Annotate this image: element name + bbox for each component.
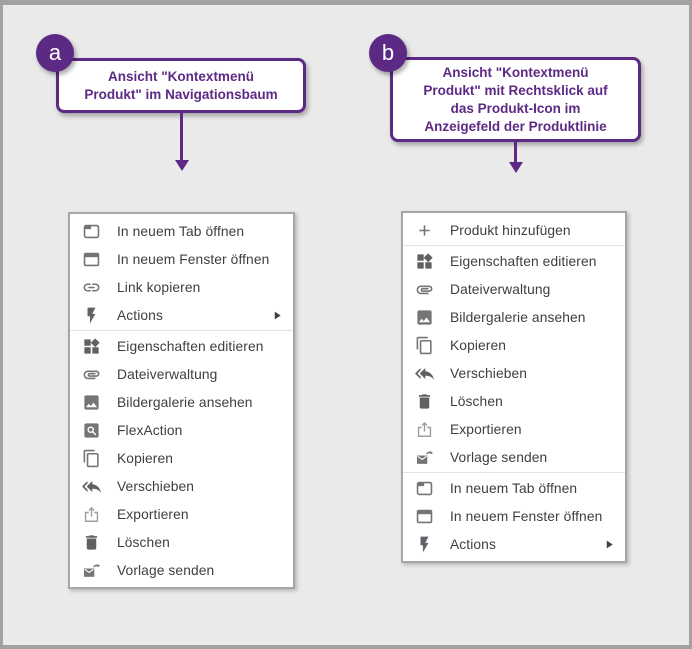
menu-item-label: Vorlage senden [117,562,215,578]
image-icon [82,393,101,412]
menu-item-open-new-tab[interactable]: In neuem Tab öffnen [403,474,625,502]
plus-icon [415,221,434,240]
menu-item-copy[interactable]: Kopieren [70,444,293,472]
callout-b-box: Ansicht "Kontextmenü Produkt" mit Rechts… [390,57,641,142]
menu-item-label: Actions [450,536,496,552]
paperclip-icon [82,365,101,384]
widgets-icon [415,252,434,271]
menu-item-label: Dateiverwaltung [117,366,218,382]
callout-a-badge-letter: a [48,40,62,65]
callout-b-arrow-head [509,162,523,173]
menu-separator [70,330,293,331]
menu-item-view-gallery[interactable]: Bildergalerie ansehen [70,388,293,416]
menu-item-label: Link kopieren [117,279,201,295]
copy-icon [82,449,101,468]
menu-item-label: Eigenschaften editieren [450,253,597,269]
menu-item-label: Verschieben [117,478,195,494]
menu-item-label: Exportieren [450,421,522,437]
callout-b-line4: Anzeigefeld der Produktlinie [424,118,607,134]
submenu-arrow-icon [272,310,283,321]
submenu-arrow-icon [604,539,615,550]
callout-b-arrow-line [514,142,517,162]
menu-item-export[interactable]: Exportieren [403,415,625,443]
callout-b-line2: Produkt" mit Rechtsklick auf [423,82,608,98]
menu-item-copy-link[interactable]: Link kopieren [70,273,293,301]
menu-item-label: Bildergalerie ansehen [450,309,586,325]
bolt-icon [82,306,101,325]
trash-icon [82,533,101,552]
menu-item-file-management[interactable]: Dateiverwaltung [403,275,625,303]
menu-separator [403,472,625,473]
context-menu-a: In neuem Tab öffnen In neuem Fenster öff… [68,212,295,589]
menu-item-label: Bildergalerie ansehen [117,394,253,410]
menu-item-label: FlexAction [117,422,183,438]
menu-item-open-new-window[interactable]: In neuem Fenster öffnen [403,502,625,530]
menu-item-add-product[interactable]: Produkt hinzufügen [403,216,625,244]
menu-item-label: Eigenschaften editieren [117,338,264,354]
menu-item-view-gallery[interactable]: Bildergalerie ansehen [403,303,625,331]
move-icon [415,364,434,383]
window-icon [82,250,101,269]
menu-item-send-template[interactable]: Vorlage senden [403,443,625,471]
send-template-icon [82,561,101,580]
callout-b-line3: das Produkt-Icon im [450,100,581,116]
window-icon [415,507,434,526]
menu-item-label: In neuem Tab öffnen [117,223,245,239]
callout-b-badge-letter: b [381,40,395,65]
menu-item-label: Actions [117,307,163,323]
menu-item-edit-properties[interactable]: Eigenschaften editieren [70,332,293,360]
menu-item-label: Exportieren [117,506,189,522]
move-icon [82,477,101,496]
callout-a-box: Ansicht "Kontextmenü Produkt" im Navigat… [56,58,306,113]
menu-item-label: Kopieren [450,337,507,353]
menu-item-export[interactable]: Exportieren [70,500,293,528]
send-template-icon [415,448,434,467]
menu-item-label: Verschieben [450,365,528,381]
search-box-icon [82,421,101,440]
menu-item-label: In neuem Fenster öffnen [450,508,603,524]
menu-item-copy[interactable]: Kopieren [403,331,625,359]
callout-a-line2: Produkt" im Navigationsbaum [84,86,278,102]
export-icon [82,505,101,524]
tab-icon [82,222,101,241]
callout-a-line1: Ansicht "Kontextmenü [108,68,254,84]
menu-item-delete[interactable]: Löschen [403,387,625,415]
menu-item-label: Produkt hinzufügen [450,222,571,238]
menu-item-label: Löschen [450,393,503,409]
callout-b-line1: Ansicht "Kontextmenü [442,64,589,80]
callout-a-arrow-line [180,113,183,160]
callout-a-arrow-head [175,160,189,171]
menu-item-actions[interactable]: Actions [70,301,293,329]
widgets-icon [82,337,101,356]
menu-item-delete[interactable]: Löschen [70,528,293,556]
menu-item-open-new-window[interactable]: In neuem Fenster öffnen [70,245,293,273]
menu-item-flexaction[interactable]: FlexAction [70,416,293,444]
menu-item-send-template[interactable]: Vorlage senden [70,556,293,584]
menu-item-label: Dateiverwaltung [450,281,551,297]
trash-icon [415,392,434,411]
menu-item-move[interactable]: Verschieben [403,359,625,387]
menu-item-file-management[interactable]: Dateiverwaltung [70,360,293,388]
menu-item-label: In neuem Tab öffnen [450,480,578,496]
menu-item-open-new-tab[interactable]: In neuem Tab öffnen [70,217,293,245]
context-menu-b: Produkt hinzufügen Eigenschaften editier… [401,211,627,563]
menu-item-move[interactable]: Verschieben [70,472,293,500]
callout-b-badge: b [369,34,407,72]
paperclip-icon [415,280,434,299]
tab-icon [415,479,434,498]
bolt-icon [415,535,434,554]
menu-item-label: In neuem Fenster öffnen [117,251,270,267]
menu-item-label: Löschen [117,534,170,550]
link-icon [82,278,101,297]
menu-item-label: Kopieren [117,450,174,466]
menu-item-label: Vorlage senden [450,449,548,465]
menu-separator [403,245,625,246]
menu-item-actions[interactable]: Actions [403,530,625,558]
copy-icon [415,336,434,355]
image-icon [415,308,434,327]
export-icon [415,420,434,439]
menu-item-edit-properties[interactable]: Eigenschaften editieren [403,247,625,275]
callout-a-badge: a [36,34,74,72]
